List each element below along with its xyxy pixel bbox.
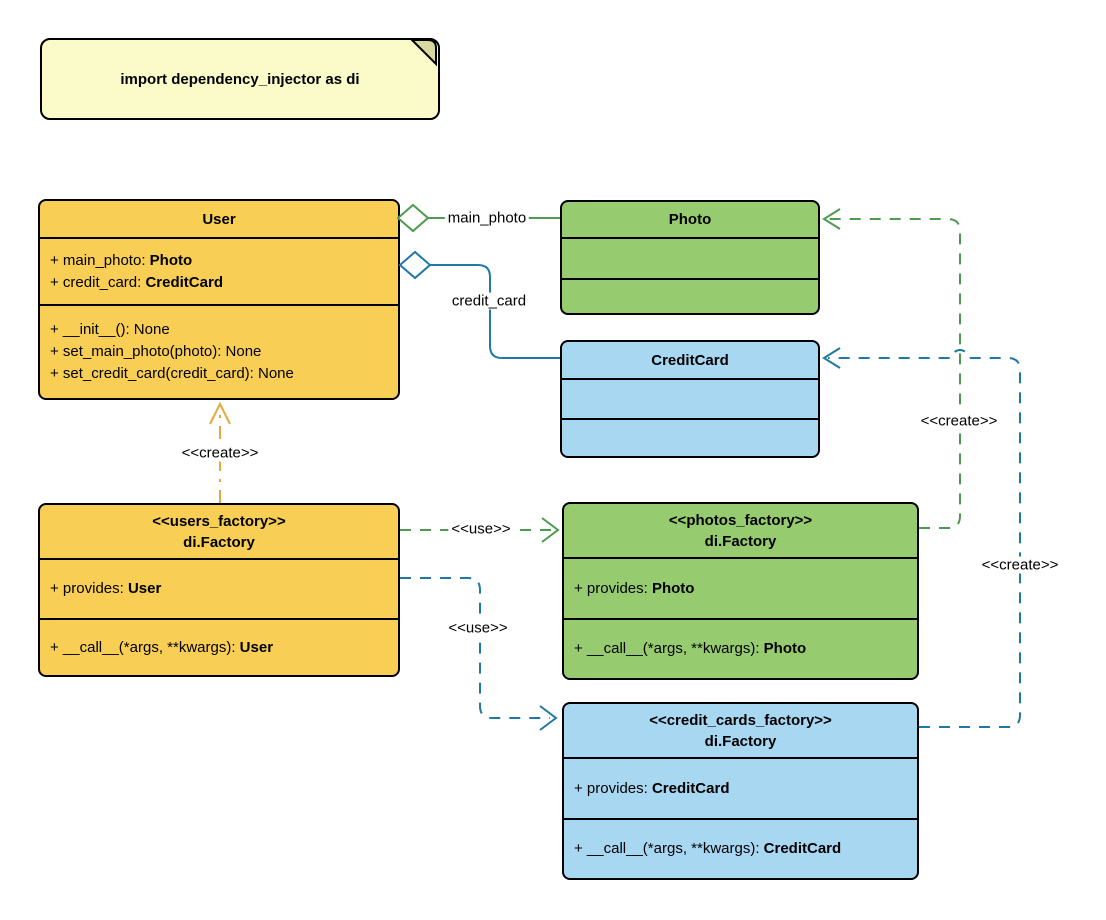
- edge-create-photo-line: [828, 218, 961, 529]
- class-title-text: Photo: [668, 211, 712, 228]
- attribute-line: + provides: Photo: [574, 579, 695, 597]
- empty-methods-section: [562, 418, 818, 456]
- class-credit-cards-factory-attributes: + provides: CreditCard: [564, 757, 917, 818]
- class-user-methods: + __init__(): None + set_main_photo(phot…: [40, 304, 398, 398]
- import-note: import dependency_injector as di: [40, 38, 440, 120]
- class-user-attributes: + main_photo: Photo + credit_card: Credi…: [40, 237, 398, 304]
- class-credit-card: CreditCard: [560, 340, 820, 458]
- class-user-title: User: [40, 201, 398, 237]
- attribute-line: + main_photo: Photo: [50, 251, 193, 269]
- method-line: + set_credit_card(credit_card): None: [50, 365, 294, 382]
- class-photos-factory-title: <<photos_factory>> di.Factory: [564, 504, 917, 557]
- stereotype-text: <<credit_cards_factory>>: [649, 711, 832, 729]
- attribute-line: + provides: User: [50, 580, 162, 597]
- arrowhead-use-photos: [541, 517, 560, 543]
- class-user: User + main_photo: Photo + credit_card: …: [38, 199, 400, 400]
- class-title-text: di.Factory: [183, 533, 255, 551]
- aggregation-diamond-credit-card: [398, 250, 432, 280]
- arrowhead-create-credit-card: [822, 347, 841, 369]
- edge-label-create-user: <<create>>: [178, 444, 262, 462]
- class-users-factory-title: <<users_factory>> di.Factory: [40, 505, 398, 558]
- edge-label-use-credit-cards: <<use>>: [445, 619, 511, 637]
- class-users-factory-attributes: + provides: User: [40, 558, 398, 618]
- class-photos-factory-methods: + __call__(*args, **kwargs): Photo: [564, 618, 917, 678]
- class-credit-card-title: CreditCard: [562, 342, 818, 378]
- note-fold-icon: [410, 39, 437, 67]
- edge-label-use-photos: <<use>>: [448, 520, 514, 538]
- class-credit-cards-factory-methods: + __call__(*args, **kwargs): CreditCard: [564, 818, 917, 878]
- edge-label-credit-card: credit_card: [448, 292, 530, 310]
- stereotype-text: <<users_factory>>: [152, 512, 286, 530]
- empty-attributes-section: [562, 237, 818, 278]
- class-users-factory: <<users_factory>> di.Factory + provides:…: [38, 503, 400, 677]
- stereotype-text: <<photos_factory>>: [668, 511, 813, 529]
- empty-methods-section: [562, 278, 818, 313]
- class-photos-factory-attributes: + provides: Photo: [564, 557, 917, 618]
- method-line: + set_main_photo(photo): None: [50, 343, 262, 360]
- import-note-text: import dependency_injector as di: [120, 70, 360, 88]
- edge-label-main-photo: main_photo: [444, 209, 530, 227]
- class-title-text: di.Factory: [704, 732, 777, 750]
- class-photo-title: Photo: [562, 202, 818, 237]
- class-title-text: di.Factory: [704, 532, 777, 550]
- method-line: + __call__(*args, **kwargs): Photo: [574, 640, 807, 657]
- class-credit-cards-factory-title: <<credit_cards_factory>> di.Factory: [564, 704, 917, 757]
- method-line: + __call__(*args, **kwargs): CreditCard: [574, 840, 842, 857]
- edge-label-create-photo: <<create>>: [917, 412, 1001, 430]
- class-credit-cards-factory: <<credit_cards_factory>> di.Factory + pr…: [562, 702, 919, 880]
- empty-attributes-section: [562, 378, 818, 418]
- class-photos-factory: <<photos_factory>> di.Factory + provides…: [562, 502, 919, 680]
- class-title-text: CreditCard: [651, 351, 729, 369]
- arrowhead-create-user: [209, 401, 231, 425]
- attribute-line: + credit_card: CreditCard: [50, 273, 223, 291]
- class-users-factory-methods: + __call__(*args, **kwargs): User: [40, 618, 398, 675]
- method-line: + __call__(*args, **kwargs): User: [50, 638, 274, 656]
- edge-credit-card-line: [430, 264, 560, 359]
- edge-label-create-credit-card: <<create>>: [978, 556, 1062, 574]
- edge-use-credit-cards-line: [400, 577, 550, 719]
- arrowhead-create-photo: [822, 208, 841, 230]
- method-line: + __init__(): None: [50, 321, 170, 338]
- attribute-line: + provides: CreditCard: [574, 779, 730, 797]
- arrowhead-use-credit-cards: [539, 705, 558, 731]
- class-title-text: User: [202, 210, 236, 228]
- aggregation-diamond-main-photo: [396, 203, 430, 233]
- class-photo: Photo: [560, 200, 820, 315]
